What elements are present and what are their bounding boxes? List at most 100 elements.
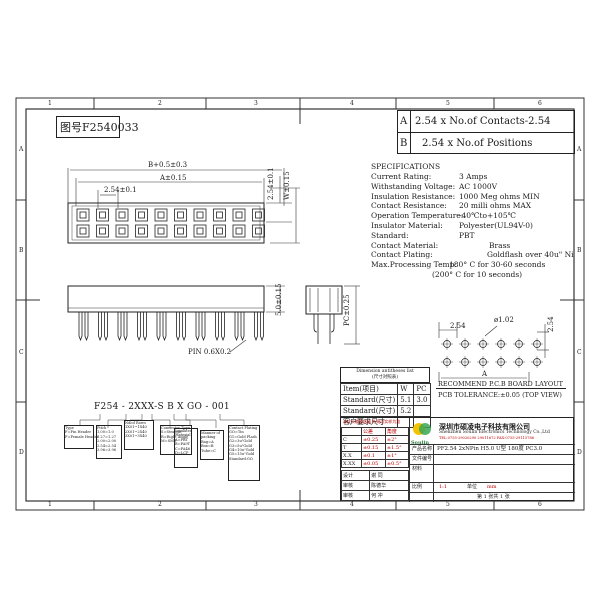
contact-window <box>252 208 265 222</box>
dim-b: B+0.5±0.3 <box>148 161 188 169</box>
tolerance-header: 未注公差按此值 外观以实样为准 <box>343 419 401 424</box>
unit-label: 单位 <box>467 484 478 490</box>
pcb-hole-crosshair <box>495 338 507 350</box>
grid-row-label: C <box>577 349 582 356</box>
legend-connector-type: Connector Type S=Straight R=Right Angle … <box>160 425 192 455</box>
spec-row: Contact Material:Brass <box>371 242 581 250</box>
spec-label: Current Rating: <box>371 172 432 181</box>
company-name-cn: 深圳市硕凌电子科技有限公司 <box>439 422 530 431</box>
pin <box>143 312 147 342</box>
contact-window <box>213 224 226 238</box>
legend-insulated-material: Insulated Material A=PBT B=PA9T C=PA46 D… <box>174 428 198 468</box>
contact-window <box>115 208 129 222</box>
doc-label: 文件编号 <box>412 456 433 462</box>
grid-col-label: 2 <box>158 501 162 508</box>
dim-header-w: W <box>397 383 415 395</box>
logo-text: Soulin <box>411 440 430 446</box>
pin <box>215 312 219 342</box>
contact-window <box>76 224 90 238</box>
product-row-line <box>409 444 575 445</box>
spec-value: Goldflash over 40u" Ni <box>487 250 574 260</box>
pin <box>234 312 239 342</box>
row-a-formula: 2.54 x No.of Contacts-2.54 <box>415 116 551 127</box>
pin <box>201 312 206 342</box>
grid-row-label: D <box>19 449 24 456</box>
pcb-pitch-y: 2.54 <box>547 316 555 332</box>
grid-row-label: A <box>19 146 24 153</box>
row-a-letter: A <box>400 116 408 127</box>
contact-window-inner <box>177 211 184 219</box>
product-name: PF2.54 2xNPin H5.0 U型 180度 PC3.0 <box>437 446 543 452</box>
spec-label: Max.Processing Temp: <box>371 260 457 270</box>
spec-value: PBT <box>459 230 475 240</box>
tol-cell: ±0.5° <box>384 459 410 468</box>
spec-row: Standard:PBT <box>371 232 581 240</box>
spec-row: Max.Processing Temp:180° C for 30-60 sec… <box>371 261 581 269</box>
pin <box>84 312 89 342</box>
dim-header-item: Item(项目) <box>339 383 399 395</box>
pcb-dim-a: A <box>482 370 488 378</box>
pin <box>195 312 200 342</box>
pcb-hole-crosshair <box>477 338 489 350</box>
drawing-number: F2540033 <box>82 121 139 134</box>
tolerance-table: 公差角度 C±0.25±2° T±0.15±1.5° X.X±0.1±1° X.… <box>341 427 410 468</box>
company-contact: TEL:0755-29020290 29011672 FAX:0755-2911… <box>439 436 535 440</box>
legend-pitch: Pitch 1.00=1.0 1.27=1.27 2.00=2.00 2.54=… <box>96 425 122 459</box>
drawing-number-label: 图号 <box>60 121 82 134</box>
tol-cell: ±0.25 <box>360 435 386 444</box>
dim-cell: 5.2 <box>397 405 415 417</box>
side-view-drawing <box>67 285 285 353</box>
pin <box>254 312 258 342</box>
tol-cell: ±0.1 <box>360 451 386 460</box>
contact-window <box>135 224 148 238</box>
sign-role: 审核 <box>340 490 371 501</box>
contact-window <box>232 208 246 222</box>
spec-label: Contact Material: <box>371 240 439 250</box>
dim-cell: 5.1 <box>397 394 415 406</box>
sign-name: 谢 同 <box>369 470 409 481</box>
spec-title: SPECIFICATIONS <box>371 162 441 171</box>
doc-row-line <box>409 454 575 455</box>
contact-window-inner <box>99 211 106 219</box>
tol-cell <box>341 427 362 436</box>
spec-value: Polyester(UL94V-0) <box>459 220 533 230</box>
scale-value: 1:1 <box>439 484 448 490</box>
end-view-drawing <box>305 285 360 345</box>
formula-table: A 2.54 x No.of Contacts-2.54 B 2.54 x No… <box>397 110 575 154</box>
pcb-hole-crosshair <box>513 338 525 350</box>
contact-window-inner <box>138 227 145 235</box>
pin <box>98 312 102 342</box>
pin <box>221 312 225 342</box>
pin <box>240 312 245 342</box>
sign-name: 陈德华 <box>369 480 409 491</box>
pin <box>137 312 141 342</box>
contact-window-inner <box>138 211 145 219</box>
title-block-left: 未注公差按此值 外观以实样为准 公差角度 C±0.25±2° T±0.15±1.… <box>340 418 410 502</box>
contact-window-inner <box>196 211 204 219</box>
drawing-number-box: 图号 F2540033 <box>56 116 139 138</box>
pin <box>260 312 264 342</box>
dimension-table-block: Dimension antitheses list (尺寸对照表) Item(项… <box>339 367 431 428</box>
spec-row: Insulator Material:Polyester(UL94V-0) <box>371 222 581 230</box>
spec-row: Contact Resistance:20 milli ohms MAX <box>371 202 581 210</box>
pcb-layout-drawing <box>438 322 549 382</box>
grid-row-label: A <box>577 146 582 153</box>
tol-cell: ±0.15 <box>360 443 386 452</box>
company-logo: Soulin <box>411 421 435 446</box>
scale-label: 比例 <box>412 484 423 490</box>
sign-role: 设计 <box>340 470 371 481</box>
tol-cell: ±0.05 <box>360 459 386 468</box>
contact-window <box>135 208 148 222</box>
dim-cell: Standard(尺寸) <box>339 394 399 406</box>
part-code-leaders <box>79 414 245 428</box>
contact-window-inner <box>118 227 126 235</box>
contact-window-inner <box>255 227 262 235</box>
sheet-count: 第 1 张共 1 张 <box>477 494 510 500</box>
grid-col-label: 1 <box>48 501 52 508</box>
dim-height: 5.0±0.15 <box>275 283 283 316</box>
row-b-letter: B <box>400 138 408 149</box>
contact-window-inner <box>255 211 262 219</box>
pcb-hole-crosshair <box>477 356 489 368</box>
